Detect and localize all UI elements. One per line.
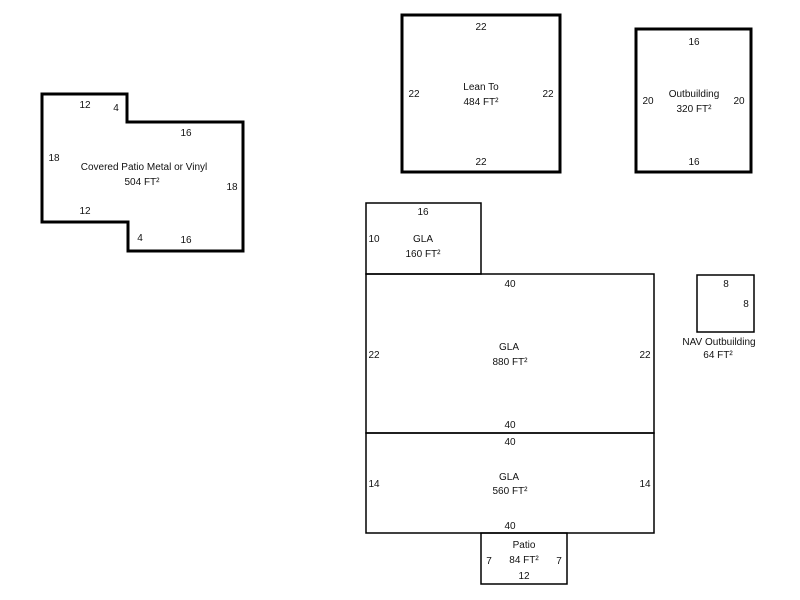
gla-main-outline [365,273,655,434]
area-size: 880 FT² [492,357,528,368]
dim-label: 10 [368,234,380,245]
gla-main-area: 40 22 22 40 GLA 880 FT² [365,273,655,434]
dim-label: 16 [688,37,700,48]
dim-label: 16 [417,207,429,218]
dim-label: 14 [639,479,651,490]
area-size: 560 FT² [492,486,528,497]
dim-label: 22 [408,89,420,100]
dim-label: 7 [486,556,492,567]
area-name: Covered Patio Metal or Vinyl [81,162,208,173]
area-name: Lean To [463,82,499,93]
area-size: 64 FT² [703,350,733,361]
dim-label: 22 [368,350,380,361]
area-size: 320 FT² [676,104,712,115]
dim-label: 40 [504,420,516,431]
dim-label: 18 [48,153,60,164]
lean-to-outline [400,13,562,174]
dim-label: 40 [504,279,516,290]
dim-label: 14 [368,479,380,490]
dim-label: 7 [556,556,562,567]
nav-outbuilding-outline [696,274,755,333]
nav-outbuilding-area: 8 8 NAV Outbuilding 64 FT² [682,274,756,361]
dim-label: 12 [518,571,530,582]
gla-lower-area: 40 14 14 40 GLA 560 FT² [365,432,655,534]
area-name: GLA [499,472,519,483]
dim-label: 4 [113,103,119,114]
outbuilding-area: 16 20 20 16 Outbuilding 320 FT² [634,27,753,174]
dim-label: 40 [504,521,516,532]
dim-label: 16 [180,128,192,139]
area-size: 84 FT² [509,555,539,566]
dim-label: 18 [226,182,238,193]
dim-label: 22 [542,89,554,100]
dim-label: 16 [688,157,700,168]
patio-outline [480,532,568,585]
covered-patio-area: 12 4 16 18 18 12 4 16 Covered Patio Meta… [40,92,245,253]
dim-label: 22 [475,22,487,33]
dim-label: 12 [79,100,91,111]
dim-label: 8 [743,299,749,310]
area-name: Patio [513,540,536,551]
area-size: 484 FT² [463,97,499,108]
dim-label: 16 [180,235,192,246]
dim-label: 4 [137,233,143,244]
dim-label: 20 [642,96,654,107]
outbuilding-outline [634,27,753,174]
area-name: Outbuilding [669,89,720,100]
area-name: NAV Outbuilding [682,337,755,348]
area-name: GLA [413,234,433,245]
dim-label: 22 [639,350,651,361]
patio-area: 7 7 12 Patio 84 FT² [480,532,568,585]
area-size: 160 FT² [405,249,441,260]
area-size: 504 FT² [124,177,160,188]
area-name: GLA [499,342,519,353]
covered-patio-outline [40,92,245,253]
dim-label: 20 [733,96,745,107]
dim-label: 40 [504,437,516,448]
gla-small-area: 16 10 GLA 160 FT² [365,202,482,275]
dim-label: 12 [79,206,91,217]
gla-lower-outline [365,432,655,534]
dim-label: 22 [475,157,487,168]
lean-to-area: 22 22 22 22 Lean To 484 FT² [400,13,562,174]
dim-label: 8 [723,279,729,290]
